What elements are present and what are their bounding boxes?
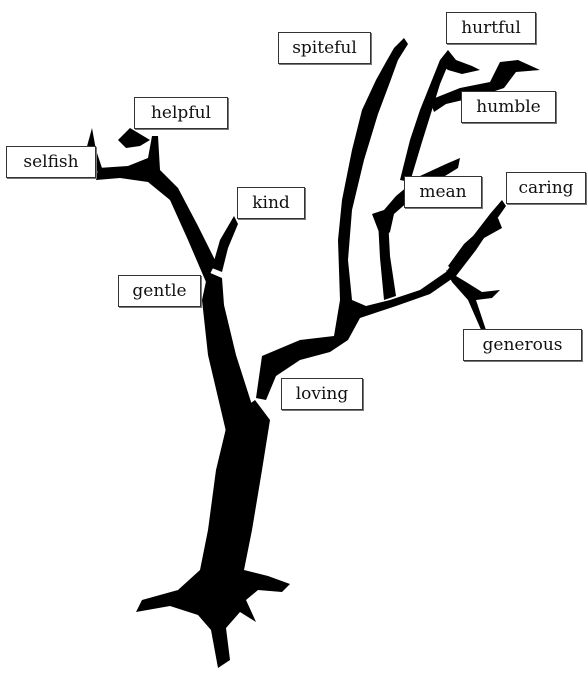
label-selfish: selfish [6, 146, 96, 178]
tree-trunk [202, 272, 262, 440]
generous-branch [446, 270, 500, 332]
kind-branch [212, 216, 238, 272]
label-helpful: helpful [134, 97, 228, 129]
upper-right-branch [400, 50, 450, 182]
label-hurtful: hurtful [446, 12, 536, 44]
label-generous: generous [463, 329, 582, 361]
label-kind: kind [237, 187, 305, 219]
loving-twig [262, 342, 300, 384]
label-gentle: gentle [118, 275, 201, 307]
humble-branch [430, 60, 540, 112]
left-branch [96, 136, 216, 282]
label-loving: loving [281, 378, 363, 410]
label-mean: mean [404, 176, 482, 208]
label-caring: caring [506, 172, 586, 204]
label-humble: humble [461, 91, 556, 123]
left-branch-twig [118, 128, 150, 148]
label-spiteful: spiteful [278, 32, 371, 64]
caring-branch [448, 218, 502, 272]
hurtful-twig [440, 50, 480, 74]
tree-roots [136, 400, 290, 668]
